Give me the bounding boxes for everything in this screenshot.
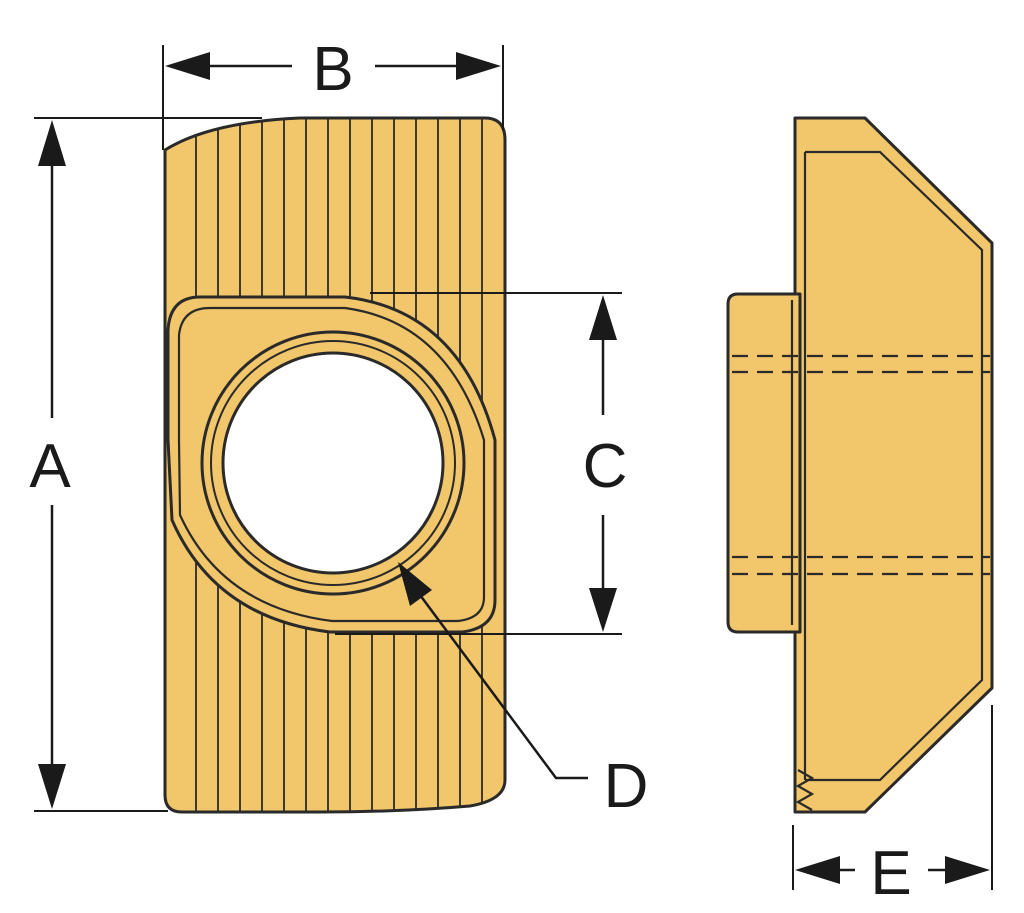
label-b: B [312,35,353,104]
side-stem [726,292,802,634]
serration-mark [795,769,815,811]
leader-d: D [398,562,648,821]
side-body [793,116,994,814]
dimension-c: C [335,292,628,635]
side-view [726,116,994,814]
counterbore-ring-inner [210,340,456,586]
dimension-b: B [162,35,504,150]
threaded-hole [221,351,445,575]
hidden-hole-lines [732,354,990,576]
label-a: A [29,432,71,501]
label-d: D [604,752,649,821]
dimension-a: A [29,117,262,812]
label-e: E [870,839,911,908]
label-c: C [583,432,628,501]
front-view [163,116,507,814]
dimension-e: E [792,705,993,908]
boss-inner-edge [177,306,486,623]
side-chamfer-edge [805,150,984,782]
